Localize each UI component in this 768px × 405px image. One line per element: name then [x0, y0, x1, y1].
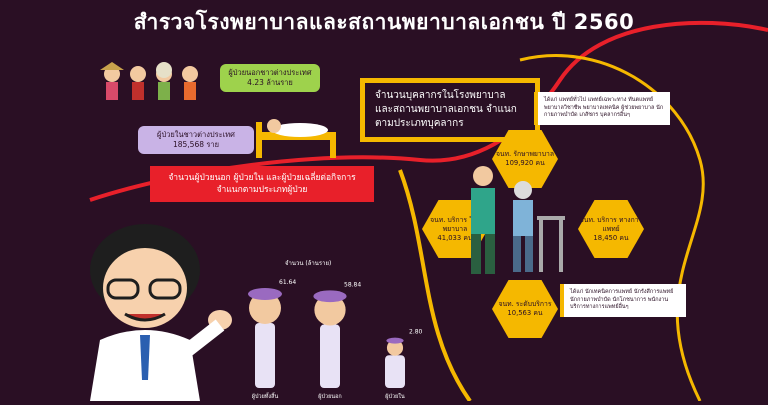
hex-support-service-value: 10,563 คน	[507, 309, 543, 317]
chart-bar	[248, 288, 282, 388]
chart-value-label: 61.64	[279, 279, 296, 286]
hex-hospital-service-label: จนท. บริการ โรงพยาบาล	[430, 215, 480, 233]
hospital-bed-icon	[256, 119, 336, 158]
medical-service-note: ได้แก่ นักเทคนิคการแพทย์ นักรังสีการแพทย…	[560, 284, 686, 317]
caregiver-illustration	[471, 166, 565, 274]
hex-medical-staff-label: จนท. รักษาพยาบาล	[495, 150, 555, 158]
patients-banner: จำนวนผู้ป่วยนอก ผู้ป่วยใน และผู้ป่วยเฉลี…	[150, 166, 374, 202]
hex-medical-service-value: 18,450 คน	[593, 233, 629, 242]
hex-medical-staff-value: 109,920 คน	[505, 159, 545, 167]
foreign-inpatient-tag: ผู้ป่วยในชาวต่างประเทศ 185,568 ราย	[138, 126, 254, 154]
chart-bar	[313, 290, 347, 388]
hex-medical-staff: จนท. รักษาพยาบาล 109,920 คน	[492, 130, 558, 188]
hex-medical-service-label: จนท. บริการ ทางการแพทย์	[579, 215, 643, 233]
patients-chart-svg: 61.64 ผู้ป่วยทั้งสิ้น 58.84 ผู้ป่วยนอก 2.80 ผ…	[248, 279, 423, 400]
chart-value-label: 2.80	[409, 329, 423, 336]
medical-staff-note: ได้แก่ แพทย์ทั่วไป แพทย์เฉพาะทาง ทันตแพท…	[534, 92, 670, 125]
chart-category-label: ผู้ป่วยนอก	[318, 393, 341, 400]
foreign-people-illustration	[100, 62, 198, 100]
doctor-illustration	[90, 224, 232, 401]
page-title: สำรวจโรงพยาบาลและสถานพยาบาลเอกชน ปี 2560	[133, 10, 635, 34]
hex-support-service-label: จนท. ระดับบริการ	[498, 300, 552, 308]
chart-value-label: 58.84	[344, 281, 361, 288]
foreign-inpatient-label: ผู้ป่วยในชาวต่างประเทศ	[157, 130, 235, 139]
foreign-outpatient-tag: ผู้ป่วยนอกชาวต่างประเทศ 4.23 ล้านราย	[220, 64, 320, 92]
chart-y-label: จำนวน (ล้านราย)	[285, 260, 332, 267]
chart-bar	[385, 337, 405, 388]
hex-medical-service: จนท. บริการ ทางการแพทย์ 18,450 คน	[578, 200, 644, 258]
foreign-outpatient-label: ผู้ป่วยนอกชาวต่างประเทศ	[228, 68, 312, 77]
foreign-outpatient-value: 4.23 ล้านราย	[247, 78, 293, 87]
chart-category-label: ผู้ป่วยทั้งสิ้น	[252, 392, 279, 400]
chart-category-label: ผู้ป่วยใน	[385, 393, 405, 400]
patients-chart: 61.64 ผู้ป่วยทั้งสิ้น 58.84 ผู้ป่วยนอก 2.80 ผ…	[235, 270, 425, 401]
foreign-inpatient-value: 185,568 ราย	[172, 140, 220, 149]
hex-hospital-service-value: 41,033 คน	[437, 233, 473, 242]
